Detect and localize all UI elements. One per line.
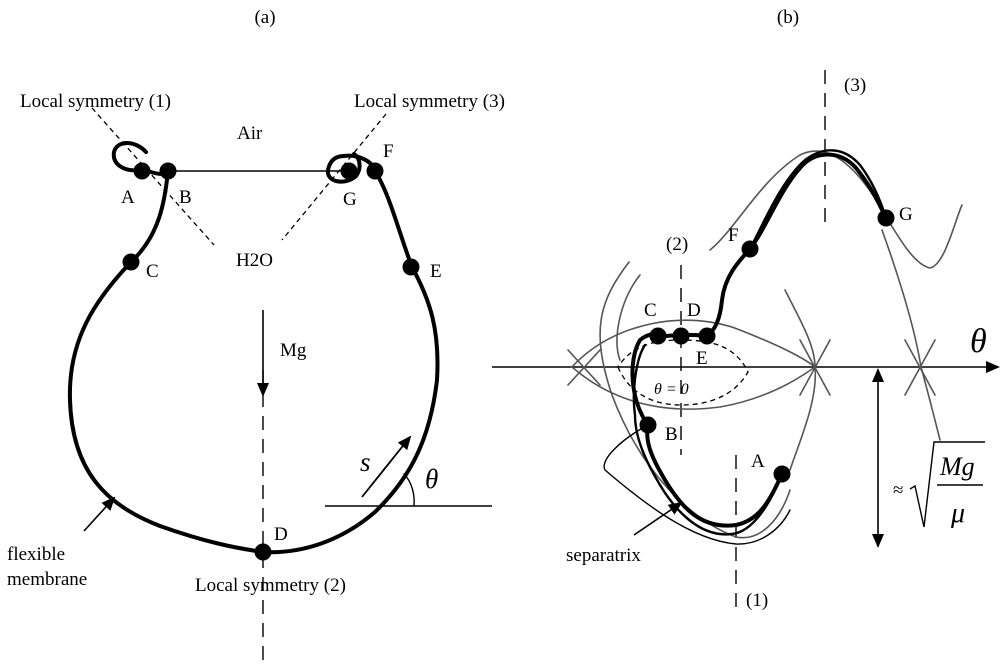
sym2-label-b: (2) (666, 234, 688, 255)
separatrix-cross-right (799, 339, 831, 396)
point-d-label-b: D (687, 300, 701, 321)
theta-label-a: θ (425, 464, 438, 494)
fraction-numerator: Mg (939, 452, 975, 481)
panel-b: (b) θ (3) (2) (1) θ = 0 separatrix (492, 7, 1000, 611)
membrane-label-line2: membrane (7, 569, 87, 590)
point-f-label-b: F (728, 225, 739, 246)
point-a-dot-a (133, 162, 151, 180)
point-g-label-a: G (343, 189, 357, 210)
point-a-label-a: A (121, 187, 135, 208)
point-a-label-b: A (751, 451, 765, 472)
membrane-label-line1: flexible (7, 544, 65, 565)
separatrix-outer-right (784, 289, 817, 471)
point-g-dot-b (877, 209, 895, 227)
sym1-label-b: (1) (746, 590, 768, 611)
sym1-dashed-line (91, 107, 215, 246)
point-c-dot-a (122, 253, 140, 271)
panel-b-title: (b) (777, 7, 799, 28)
point-b-dot-b (639, 416, 657, 434)
point-b-label-b: B (665, 424, 678, 445)
point-c-label-b: C (644, 300, 657, 321)
point-f-dot-a (366, 162, 384, 180)
separatrix-far-right (881, 229, 941, 441)
sym3-label-b: (3) (844, 75, 866, 96)
point-b-dot-a (159, 162, 177, 180)
trajectory-inner (632, 343, 784, 536)
weight-label: Mg (280, 340, 307, 361)
theta-axis-label: θ (970, 323, 987, 360)
theta-arc (403, 473, 415, 507)
point-e-label-a: E (430, 261, 442, 282)
point-g-dot-a (340, 162, 358, 180)
separatrix-left-tail (616, 274, 641, 361)
membrane-curl-right (325, 152, 362, 184)
panel-a-title: (a) (254, 7, 275, 28)
point-e-label-b: E (696, 348, 708, 369)
point-e-dot-a (402, 258, 420, 276)
fraction-denominator: μ (950, 498, 965, 529)
membrane-curl-left (111, 141, 170, 176)
point-f-dot-b (741, 240, 759, 258)
point-d-dot-a (254, 543, 272, 561)
panel-a: (a) Mg s θ Local symmetry (1) Local symm… (7, 7, 505, 668)
point-d-label-a: D (274, 524, 288, 545)
separatrix-pointer (633, 501, 683, 536)
point-c-label-a: C (146, 261, 159, 282)
s-label: s (360, 447, 371, 477)
trajectory-outer (748, 149, 888, 251)
separatrix-cross-far (904, 339, 936, 396)
sqrt-sign (909, 441, 985, 528)
point-c-dot-b (649, 327, 667, 345)
s-arrow (361, 435, 412, 498)
point-f-label-a: F (383, 141, 394, 162)
trajectory-lower-swing (603, 424, 791, 545)
membrane-curve (67, 153, 440, 555)
theta-zero-label: θ = 0 (654, 381, 689, 398)
water-label: H2O (236, 250, 273, 271)
air-label: Air (237, 123, 263, 144)
point-d-dot-b (672, 327, 690, 345)
local-symmetry-3-label: Local symmetry (3) (354, 91, 505, 112)
local-symmetry-1-label: Local symmetry (1) (20, 91, 171, 112)
membrane-pointer (83, 496, 116, 532)
separatrix-outer-left (599, 261, 791, 539)
local-symmetry-2-label: Local symmetry (2) (195, 575, 346, 596)
point-a-dot-b (773, 465, 791, 483)
sym3-dashed-line (281, 113, 387, 241)
separatrix-cross-left (567, 349, 601, 386)
separatrix-label: separatrix (566, 545, 641, 566)
approx-symbol: ≈ (893, 480, 903, 501)
point-g-label-b: G (899, 204, 913, 225)
point-b-label-a: B (179, 187, 192, 208)
point-e-dot-b (698, 327, 716, 345)
